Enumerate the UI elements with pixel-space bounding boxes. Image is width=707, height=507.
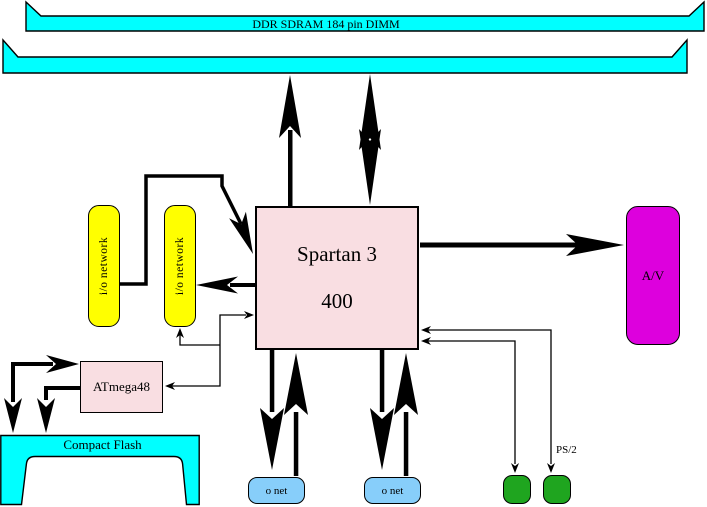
ps2-port-1 <box>503 475 531 504</box>
signal-fpga-ps2-port1 <box>421 337 519 473</box>
arrow-fpga-dimm-bidirectional <box>359 74 381 205</box>
arrow-fpga-to-enet1 <box>260 350 284 470</box>
atmega48-block: ATmega48 <box>80 361 163 413</box>
signal-fpga-ps2-port2 <box>421 326 555 473</box>
compact-flash-label: Compact Flash <box>63 437 142 452</box>
enet-block-1: o net <box>248 477 305 504</box>
io-network-label-2: i/o network <box>174 236 187 296</box>
arrow-fpga-to-enet2 <box>370 350 394 470</box>
atmega48-label: ATmega48 <box>92 379 151 394</box>
io-network-block-2: i/o network <box>164 205 196 327</box>
av-label: A/V <box>641 267 665 283</box>
io-network-block-1: i/o network <box>88 205 120 327</box>
io-network-label-1: i/o network <box>98 236 111 296</box>
enet-block-2: o net <box>364 477 421 504</box>
ps2-port-2 <box>543 475 571 504</box>
arrow-atmega-to-compactflash <box>37 386 80 433</box>
arrow-atmega-compactflash-bidirectional <box>4 355 79 433</box>
enet-label-2: o net <box>381 484 404 497</box>
dimm-slot-label: DDR SDRAM 184 pin DIMM <box>252 17 400 31</box>
arrow-enet1-to-fpga <box>284 353 308 476</box>
arrow-enet2-to-fpga <box>394 353 418 476</box>
ps2-label: PS/2 <box>556 444 577 456</box>
enet-label-1: o net <box>265 484 288 497</box>
fpga-name: Spartan 3 <box>297 242 377 266</box>
arrow-fpga-to-av <box>420 234 624 256</box>
fpga-block: Spartan 3 400 <box>255 206 419 350</box>
av-block: A/V <box>626 206 680 345</box>
fpga-model: 400 <box>321 289 353 313</box>
arrow-fpga-to-dimm <box>279 75 301 207</box>
dimm-slot-bottom <box>2 38 688 74</box>
arrow-fpga-to-io2 <box>196 276 255 294</box>
